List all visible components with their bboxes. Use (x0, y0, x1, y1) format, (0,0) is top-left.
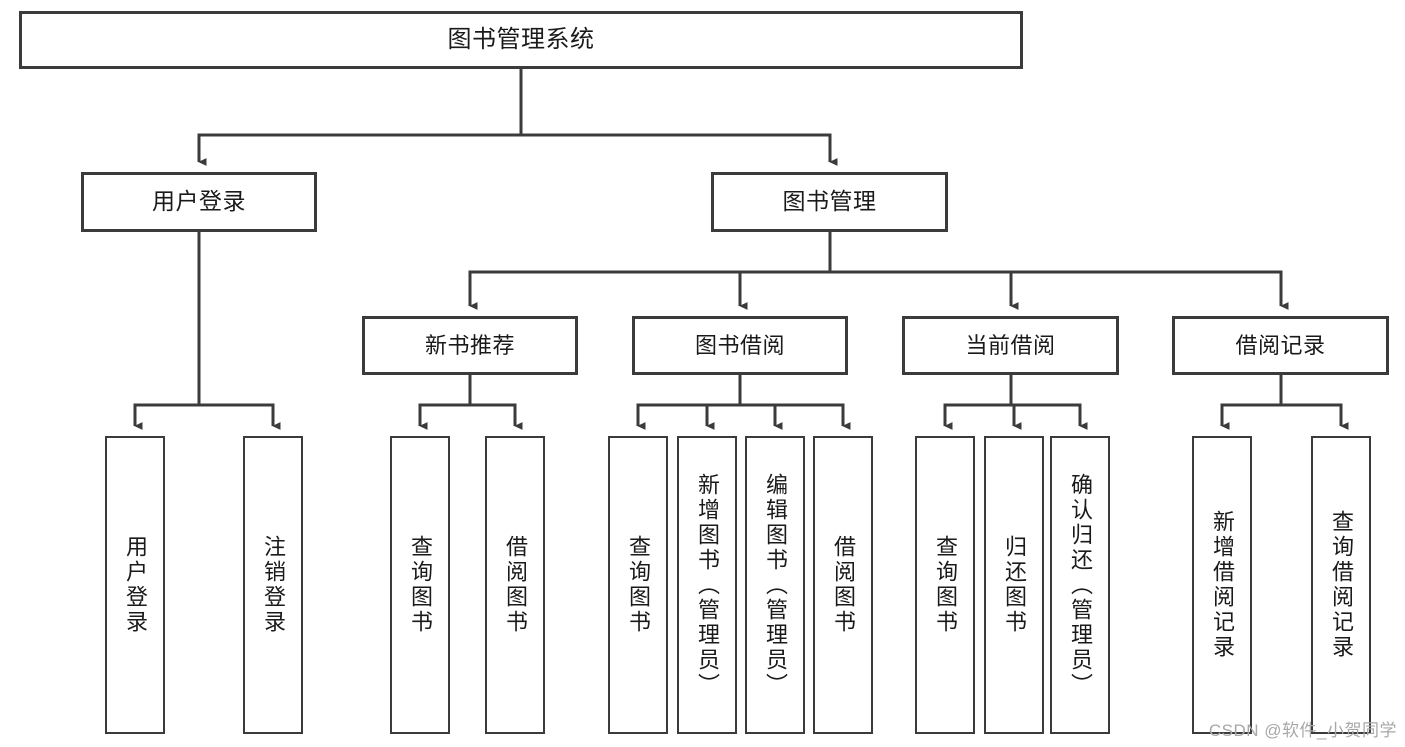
node-label: 图书借阅 (694, 332, 785, 358)
edge-n-user-login-to-leaf-user-logout (199, 403, 281, 430)
edge-n-records-to-leaf-re-query (1281, 403, 1349, 430)
node-leaf-bo-add[interactable]: 新增图书（管理员） (677, 436, 737, 734)
edge-n-borrow-to-leaf-bo-query (636, 403, 740, 430)
node-label: 用户登录 (152, 188, 246, 215)
edge-n-borrow-to-leaf-bo-borrow (740, 403, 851, 430)
node-leaf-cu-confirm[interactable]: 确认归还（管理员） (1050, 436, 1110, 734)
node-leaf-user-logout[interactable]: 注销登录 (243, 436, 303, 734)
node-label: 用户登录 (123, 535, 148, 635)
edge-root-to-n-user-login (197, 133, 521, 166)
node-n-new-books[interactable]: 新书推荐 (362, 316, 578, 375)
node-label: 查询图书 (933, 535, 958, 635)
edge-n-new-books-to-leaf-nb-query (418, 403, 470, 430)
node-label: 图书管理 (782, 188, 877, 215)
node-label: 借阅图书 (503, 535, 528, 635)
node-label: 借阅图书 (831, 535, 856, 635)
node-label: 新书推荐 (424, 332, 515, 358)
node-label: 新增图书（管理员） (695, 472, 720, 698)
node-label: 归还图书 (1002, 535, 1027, 635)
node-label: 图书管理系统 (447, 25, 595, 53)
node-label: 新增借阅记录 (1210, 510, 1235, 660)
node-label: 当前借阅 (965, 332, 1056, 358)
node-leaf-bo-borrow[interactable]: 借阅图书 (813, 436, 873, 734)
node-leaf-cu-query[interactable]: 查询图书 (915, 436, 975, 734)
node-leaf-bo-edit[interactable]: 编辑图书（管理员） (745, 436, 805, 734)
edge-n-current-to-leaf-cu-return (1011, 403, 1022, 430)
node-label: 查询图书 (408, 535, 433, 635)
node-leaf-re-add[interactable]: 新增借阅记录 (1192, 436, 1252, 734)
node-n-records[interactable]: 借阅记录 (1172, 316, 1389, 375)
node-leaf-cu-return[interactable]: 归还图书 (984, 436, 1044, 734)
node-leaf-user-login[interactable]: 用户登录 (105, 436, 165, 734)
node-label: 查询图书 (626, 535, 651, 635)
edge-n-book-manage-to-n-current (830, 270, 1019, 310)
node-leaf-nb-borrow[interactable]: 借阅图书 (485, 436, 545, 734)
node-label: 编辑图书（管理员） (763, 472, 788, 698)
node-leaf-bo-query[interactable]: 查询图书 (608, 436, 668, 734)
edge-n-records-to-leaf-re-add (1220, 403, 1281, 430)
edge-n-borrow-to-leaf-bo-edit (740, 403, 783, 430)
edge-n-book-manage-to-n-borrow (738, 270, 830, 310)
edge-n-book-manage-to-n-records (830, 270, 1289, 310)
edge-n-current-to-leaf-cu-confirm (1011, 403, 1088, 430)
edge-n-book-manage-to-n-new-books (468, 270, 830, 310)
edge-n-borrow-to-leaf-bo-add (705, 403, 740, 430)
node-n-book-manage[interactable]: 图书管理 (711, 172, 948, 232)
node-n-user-login[interactable]: 用户登录 (81, 172, 317, 232)
node-leaf-nb-query[interactable]: 查询图书 (390, 436, 450, 734)
node-label: 确认归还（管理员） (1068, 472, 1093, 698)
edge-root-to-n-book-manage (521, 133, 838, 166)
node-leaf-re-query[interactable]: 查询借阅记录 (1311, 436, 1371, 734)
edge-n-user-login-to-leaf-user-login (133, 403, 199, 430)
node-label: 借阅记录 (1235, 332, 1326, 358)
node-label: 查询借阅记录 (1329, 510, 1354, 660)
edge-n-current-to-leaf-cu-query (943, 403, 1011, 430)
edge-n-new-books-to-leaf-nb-borrow (470, 403, 523, 430)
node-n-borrow[interactable]: 图书借阅 (632, 316, 848, 375)
edges (133, 69, 1349, 430)
node-n-current[interactable]: 当前借阅 (902, 316, 1119, 375)
node-label: 注销登录 (261, 535, 286, 635)
node-root[interactable]: 图书管理系统 (19, 11, 1023, 69)
